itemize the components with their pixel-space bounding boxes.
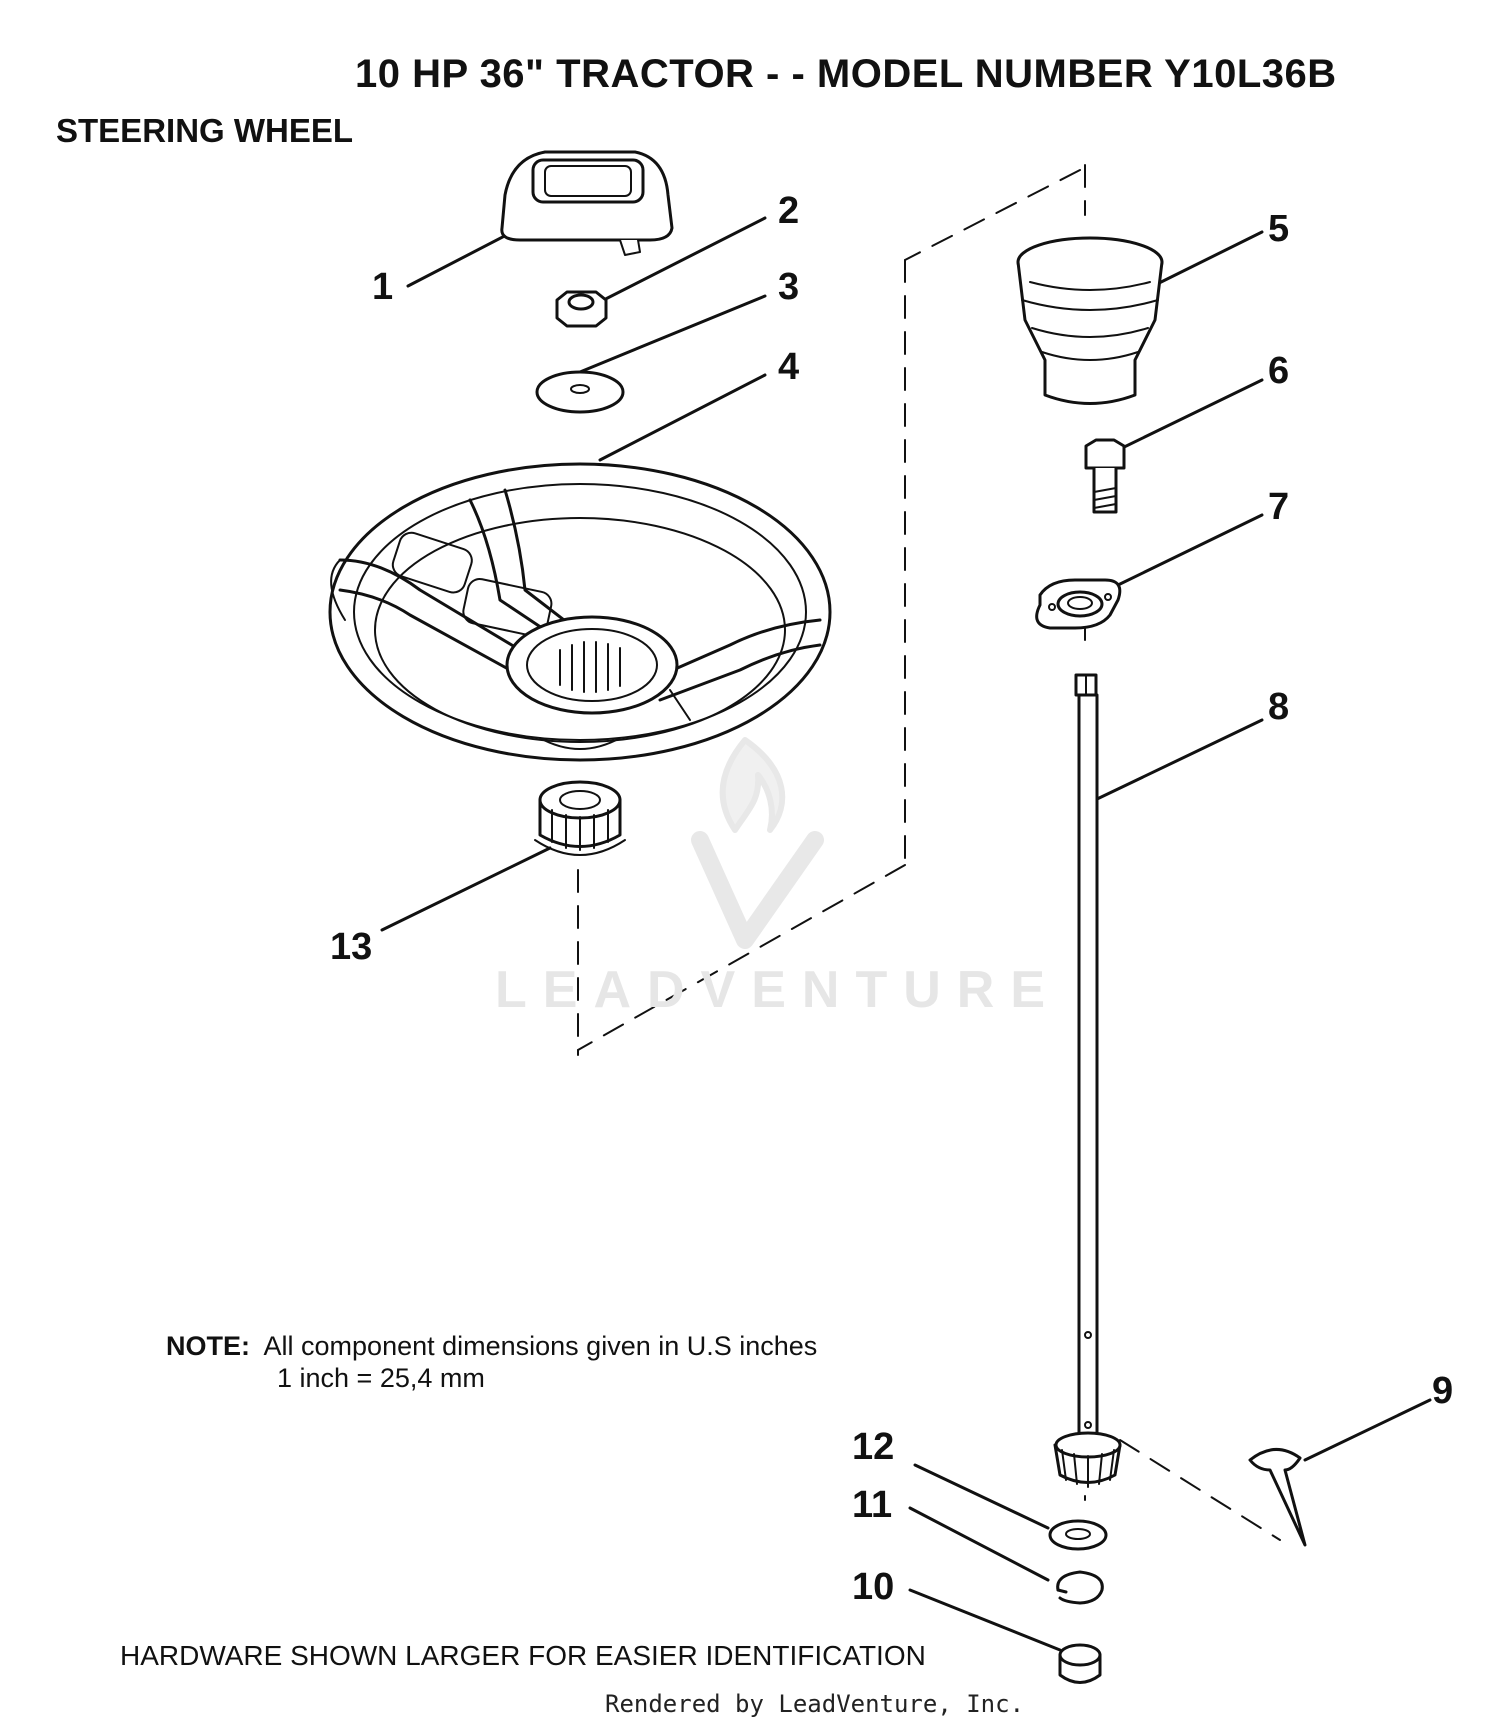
hardware-note: HARDWARE SHOWN LARGER FOR EASIER IDENTIF… (120, 1640, 926, 1671)
callout-2: 2 (778, 190, 800, 232)
dimension-note: NOTE: All component dimensions given in … (166, 1330, 817, 1395)
callout-5: 5 (1268, 208, 1290, 250)
note-label: NOTE: (166, 1331, 250, 1361)
callout-13: 13 (330, 926, 373, 968)
render-credit: Rendered by LeadVenture, Inc. (605, 1690, 1025, 1718)
washer-icon (535, 370, 625, 414)
page-title: 10 HP 36" TRACTOR - - MODEL NUMBER Y10L3… (355, 52, 1337, 96)
spline-adapter-icon (534, 780, 626, 856)
callout-9: 9 (1432, 1370, 1454, 1412)
callout-8: 8 (1268, 686, 1290, 728)
callout-7: 7 (1268, 486, 1290, 528)
steering-shaft-icon (1074, 673, 1099, 1447)
leader-lines (380, 216, 1432, 1652)
callout-12: 12 (852, 1426, 895, 1468)
callout-6: 6 (1268, 350, 1290, 392)
note-line-2: 1 inch = 25,4 mm (277, 1363, 485, 1394)
pinion-gear-icon (1053, 1431, 1122, 1488)
bellows-boot-icon (1016, 236, 1164, 405)
cap-nut-icon (1058, 1643, 1102, 1684)
retaining-ring-icon (1056, 1570, 1104, 1605)
note-line-1: All component dimensions given in U.S in… (263, 1331, 818, 1361)
flat-washer-icon (1048, 1519, 1108, 1551)
hex-nut-icon (555, 290, 608, 328)
callout-3: 3 (778, 266, 800, 308)
section-title: STEERING WHEEL (56, 112, 354, 149)
callout-4: 4 (778, 346, 800, 388)
hex-bolt-icon (1084, 438, 1126, 514)
flange-bearing-icon (1035, 578, 1122, 630)
hub-cap-icon (500, 150, 674, 256)
watermark-text: LEADVENTURE (495, 961, 1062, 1019)
steering-wheel-icon (328, 462, 832, 762)
callout-1: 1 (372, 266, 394, 308)
shaft-key-icon (1248, 1448, 1307, 1547)
callout-11: 11 (852, 1484, 893, 1526)
callout-10: 10 (852, 1566, 895, 1608)
watermark-logo-icon (691, 737, 824, 949)
